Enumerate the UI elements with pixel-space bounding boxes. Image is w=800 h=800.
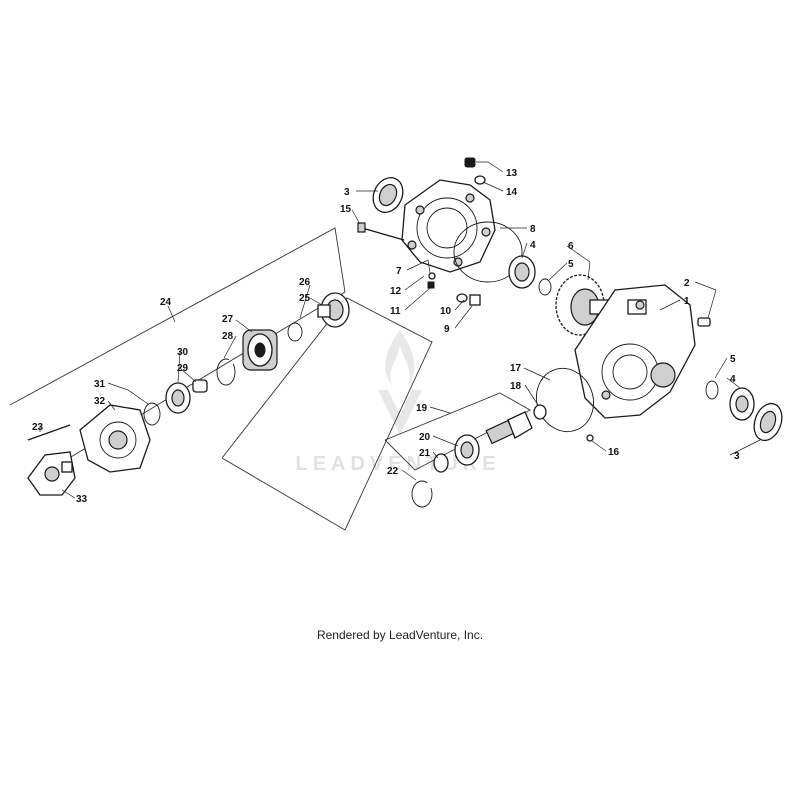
washer-part-14 (474, 175, 486, 185)
snap-ring-part-22 (411, 480, 433, 508)
callout-21: 21 (419, 448, 431, 459)
plug-part-9 (469, 294, 481, 306)
bearing-part-4-upper (508, 255, 536, 289)
spacer-part-29 (192, 379, 208, 393)
callout-24: 24 (160, 297, 172, 308)
callout-15: 15 (340, 204, 352, 215)
callout-14: 14 (506, 187, 518, 198)
output-flange-part-33 (27, 451, 76, 496)
plug-part-11 (427, 281, 435, 289)
callout-32: 32 (94, 396, 106, 407)
callout-33: 33 (76, 494, 88, 505)
callout-9: 9 (444, 324, 450, 335)
bearing-part-30 (165, 382, 191, 414)
callout-28: 28 (222, 331, 234, 342)
ring-part-21 (433, 453, 449, 473)
group-bracket-24 (9, 227, 346, 479)
group-bracket-26-25 (221, 297, 433, 531)
washer-part-10 (456, 293, 468, 303)
callout-5-lower: 5 (730, 354, 736, 365)
leader-lines (39, 161, 761, 499)
callout-18: 18 (510, 381, 522, 392)
bearing-part-20 (454, 434, 480, 466)
shim-part-5-upper (538, 278, 552, 296)
bushing-part-18 (533, 404, 547, 420)
oring-part-8 (453, 221, 523, 283)
callout-23: 23 (32, 422, 44, 433)
callout-10: 10 (440, 306, 452, 317)
clutch-drum-part-27 (242, 329, 278, 371)
bearing-part-4-lower (729, 387, 755, 421)
washer-part-12 (428, 272, 436, 280)
callout-2: 2 (684, 278, 690, 289)
callout-25: 25 (299, 293, 311, 304)
watermark-logo-icon (378, 330, 422, 435)
cover-plate-part-7 (401, 179, 496, 273)
callout-20: 20 (419, 432, 431, 443)
callout-8: 8 (530, 224, 536, 235)
seal-part-3-lower (753, 402, 783, 442)
callout-19: 19 (416, 403, 428, 414)
callout-29: 29 (177, 363, 189, 374)
callout-4-upper: 4 (530, 240, 536, 251)
callout-17: 17 (510, 363, 522, 374)
bolt-part-15 (357, 222, 405, 241)
callout-4-lower: 4 (730, 374, 736, 385)
callout-6: 6 (568, 241, 574, 252)
callout-3-upper: 3 (344, 187, 350, 198)
front-housing-part-32 (79, 404, 151, 473)
callout-27: 27 (222, 314, 234, 325)
snap-ring-part-28 (216, 358, 236, 386)
callout-30: 30 (177, 347, 189, 358)
callout-31: 31 (94, 379, 106, 390)
callout-1: 1 (684, 296, 690, 307)
vent-fitting-part-2 (697, 317, 711, 327)
callout-labels: 13 14 3 15 8 4 6 5 7 12 11 10 9 2 1 5 4 … (32, 168, 740, 505)
group-bracket-19 (384, 392, 531, 471)
callout-22: 22 (387, 466, 399, 477)
callout-3-lower: 3 (734, 451, 740, 462)
footer-credit: Rendered by LeadVenture, Inc. (316, 628, 484, 642)
pin-part-16 (586, 434, 594, 442)
callout-7: 7 (396, 266, 402, 277)
shim-part-5-lower (705, 380, 719, 400)
ring-part-26 (287, 322, 303, 342)
seal-part-31 (143, 402, 161, 426)
seal-part-3-upper (372, 176, 404, 214)
callout-26: 26 (299, 277, 311, 288)
plug-part-13 (464, 157, 476, 168)
pinion-shaft-part-19 (485, 411, 533, 445)
housing-part-1 (574, 284, 696, 419)
callout-12: 12 (390, 286, 402, 297)
callout-5-upper: 5 (568, 259, 574, 270)
callout-11: 11 (390, 306, 401, 317)
coupler-part-25 (317, 292, 350, 328)
callout-16: 16 (608, 447, 620, 458)
callout-13: 13 (506, 168, 518, 179)
bolt-part-23 (27, 424, 71, 441)
